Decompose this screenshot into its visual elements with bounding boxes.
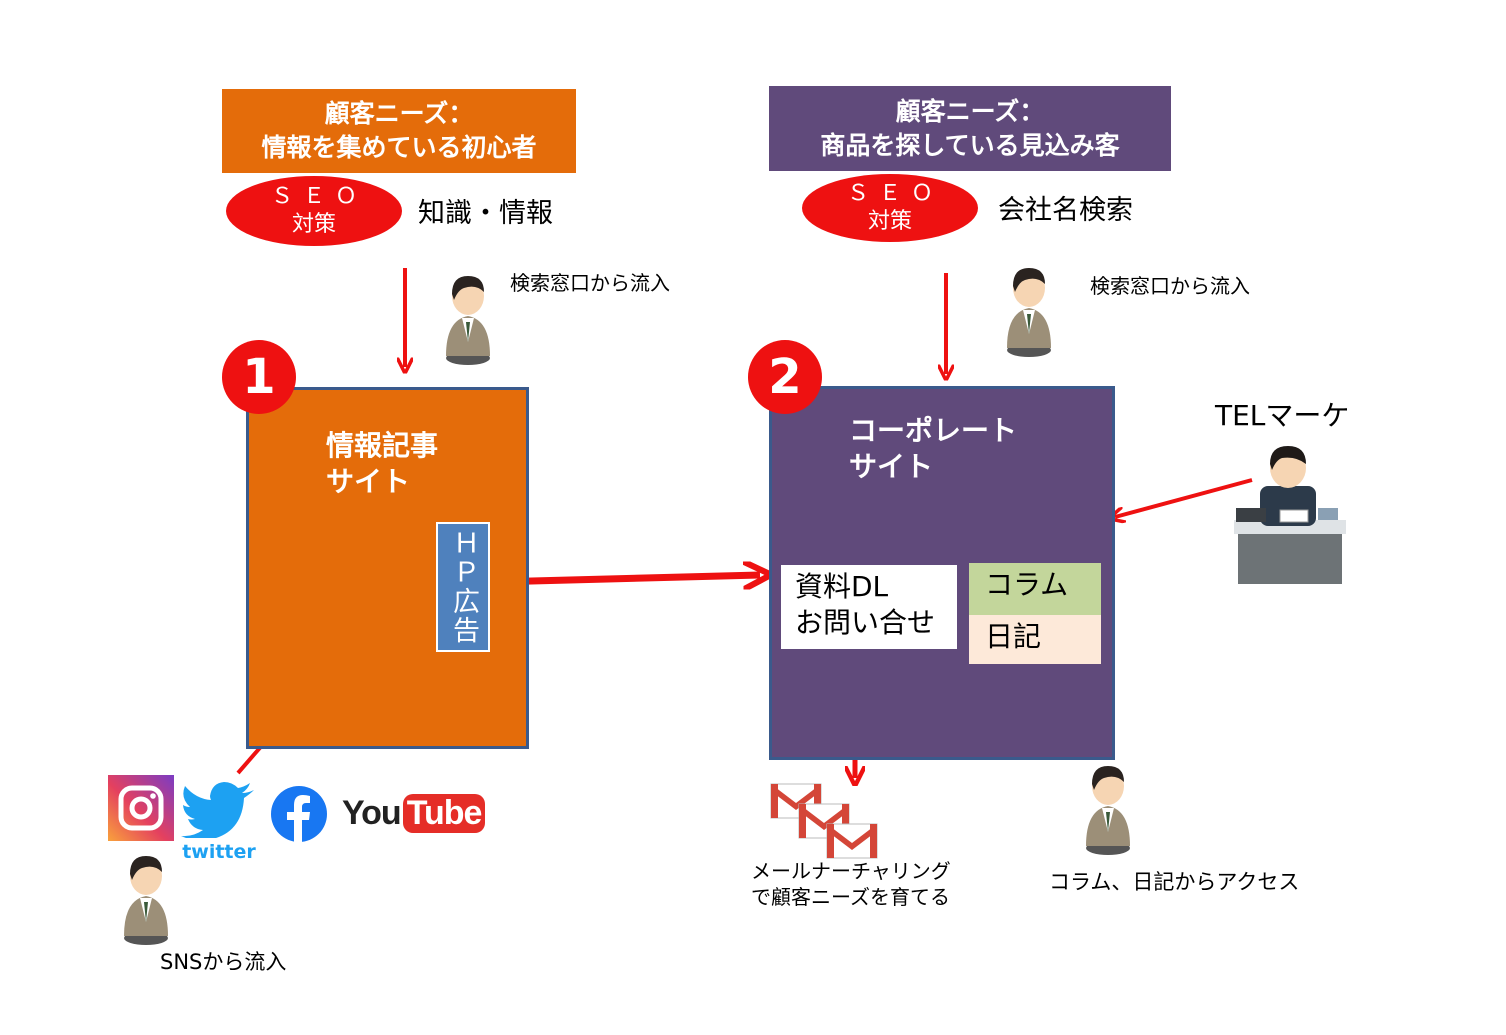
twitter-icon[interactable]: twitter [180, 782, 258, 862]
left-search-inflow: 検索窓口から流入 [510, 271, 670, 295]
left-needs-header: 顧客ニーズ： 情報を集めている初心者 [222, 89, 576, 173]
youtube-icon[interactable]: You Tube [342, 790, 486, 836]
arrow-icon [1115, 478, 1253, 517]
youtube-you: You [342, 793, 402, 832]
left-seo-badge: ＳＥＯ 対策 [226, 176, 402, 246]
operator-icon [1234, 446, 1346, 584]
column-label: コラム [985, 568, 1069, 601]
facebook-icon[interactable] [271, 786, 327, 842]
twitter-bird-icon [181, 782, 254, 841]
left-needs-line1: 顧客ニーズ： [324, 99, 474, 128]
diary-box[interactable]: 日記 [969, 615, 1101, 664]
corporate-site-title: コーポレート サイト [849, 413, 1017, 485]
sns-inflow-label: SNSから流入 [160, 950, 287, 974]
diary-label: 日記 [985, 620, 1042, 653]
tel-marketing-label: TELマーケ [1215, 399, 1350, 432]
download-contact-box[interactable]: 資料DL お問い合せ [781, 565, 957, 649]
step-badge-2: 2 [748, 340, 822, 414]
right-search-inflow: 検索窓口から流入 [1090, 274, 1250, 298]
info-site-title-line1: 情報記事 [326, 429, 439, 462]
left-seo-label: ＳＥＯ [270, 184, 367, 209]
hp-ad-text: ＨＰ広告 [448, 529, 479, 645]
column-access-label: コラム、日記からアクセス [1049, 870, 1300, 894]
youtube-tube: Tube [402, 793, 486, 833]
mail-nurturing-line1: メールナーチャリング [751, 859, 951, 883]
contact-label: お問い合せ [795, 606, 936, 639]
right-needs-header: 顧客ニーズ： 商品を探している見込み客 [769, 86, 1171, 171]
person-icon [1007, 268, 1051, 357]
corporate-site-title-line2: サイト [849, 450, 934, 483]
hp-ad-box[interactable]: ＨＰ広告 [436, 522, 490, 652]
right-needs-line2: 商品を探している見込み客 [820, 130, 1120, 160]
info-site-title-line2: サイト [326, 465, 411, 498]
person-icon [1086, 766, 1130, 855]
column-box[interactable]: コラム [969, 563, 1101, 615]
mail-nurturing-label: メールナーチャリング で顧客ニーズを育てる [751, 858, 951, 910]
right-seo-sub: 対策 [867, 209, 912, 234]
right-seo-label: ＳＥＯ [846, 181, 943, 206]
download-label: 資料DL [795, 570, 889, 603]
person-icon [446, 276, 490, 365]
left-seo-sub: 対策 [291, 212, 336, 237]
instagram-icon[interactable] [108, 775, 174, 841]
corporate-site-title-line1: コーポレート [849, 414, 1018, 447]
gmail-icon [798, 803, 850, 839]
arrow-icon [491, 575, 760, 582]
gmail-icon [826, 823, 878, 859]
info-site-title: 情報記事 サイト [326, 428, 438, 500]
mail-nurturing-line2: で顧客ニーズを育てる [751, 885, 950, 909]
step-badge-1: 1 [222, 340, 296, 414]
person-icon [124, 856, 168, 945]
twitter-wordmark: twitter [182, 841, 256, 863]
right-needs-line1: 顧客ニーズ： [895, 96, 1045, 126]
left-needs-line2: 情報を集めている初心者 [261, 133, 537, 162]
right-keyword: 会社名検索 [998, 195, 1133, 226]
left-keyword: 知識・情報 [418, 198, 553, 229]
right-seo-badge: ＳＥＯ 対策 [802, 174, 978, 242]
